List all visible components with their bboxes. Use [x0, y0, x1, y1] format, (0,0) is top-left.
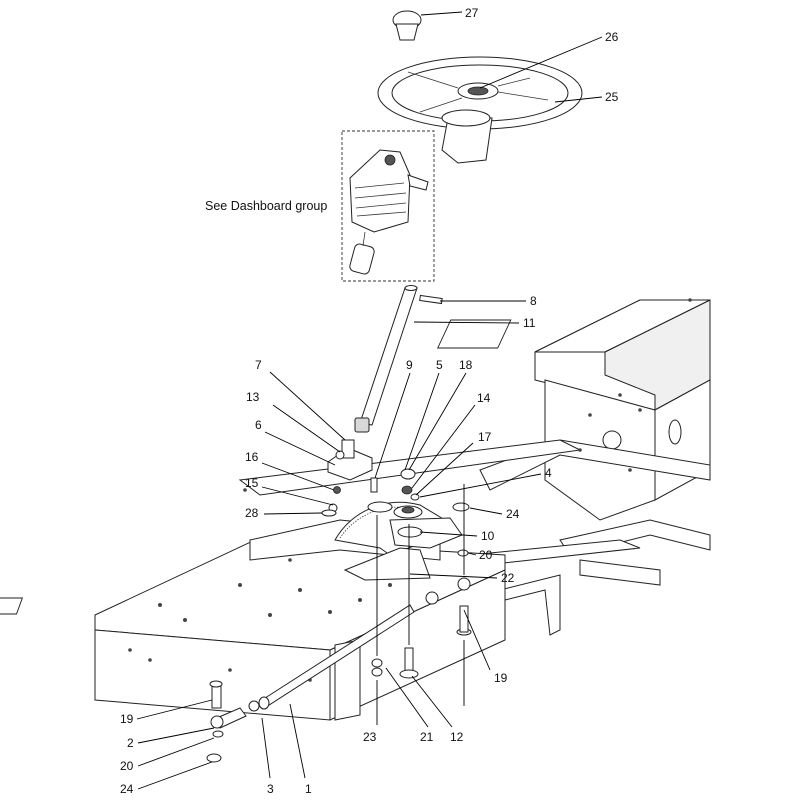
steering-wheel — [377, 56, 583, 164]
callout-19-right: 19 — [494, 671, 508, 685]
callout-7: 7 — [255, 358, 262, 372]
steering-sector-gear — [334, 501, 463, 581]
callout-11: 11 — [523, 316, 536, 330]
callout-10: 10 — [481, 529, 495, 543]
callout-28: 28 — [245, 506, 259, 520]
knob — [392, 10, 422, 41]
chassis-frame — [238, 299, 711, 636]
callout-9: 9 — [406, 358, 413, 372]
callout-19-left: 19 — [120, 712, 134, 726]
callout-6: 6 — [255, 418, 262, 432]
callout-26: 26 — [605, 30, 619, 44]
callout-13: 13 — [246, 390, 260, 404]
callout-27: 27 — [465, 6, 479, 20]
callout-labels: 27 26 25 8 11 7 9 5 18 13 14 6 17 16 4 1… — [120, 6, 619, 796]
callout-21: 21 — [420, 730, 434, 744]
callout-3: 3 — [267, 782, 274, 796]
column-bracket — [321, 439, 373, 517]
callout-18: 18 — [459, 358, 473, 372]
callout-17: 17 — [478, 430, 492, 444]
callout-2: 2 — [127, 736, 134, 750]
callout-4: 4 — [545, 466, 552, 480]
nut-washer-stack — [370, 468, 472, 679]
callout-12: 12 — [450, 730, 464, 744]
callout-20-lower: 20 — [120, 759, 134, 773]
callout-14: 14 — [477, 391, 491, 405]
callout-1: 1 — [305, 782, 312, 796]
dashboard-group — [341, 130, 435, 282]
steering-shaft — [354, 285, 443, 433]
callout-20-upper: 20 — [479, 548, 493, 562]
drag-link — [206, 591, 439, 763]
callout-15: 15 — [245, 476, 259, 490]
callout-24-lower: 24 — [120, 782, 134, 796]
callout-16: 16 — [245, 450, 259, 464]
callout-5: 5 — [436, 358, 443, 372]
callout-8: 8 — [530, 294, 537, 308]
callout-22: 22 — [501, 571, 515, 585]
callout-23: 23 — [363, 730, 377, 744]
dashboard-group-note: See Dashboard group — [205, 199, 327, 213]
callout-24-upper: 24 — [506, 507, 520, 521]
callout-25: 25 — [605, 90, 619, 104]
leader-lines — [136, 11, 603, 790]
